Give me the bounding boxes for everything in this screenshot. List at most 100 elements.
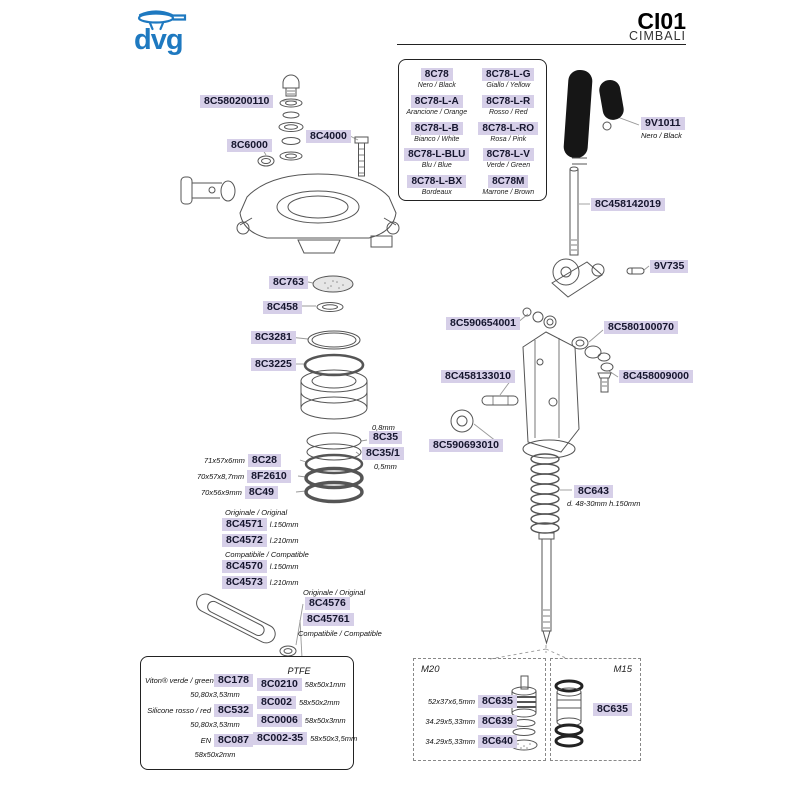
part-label-8f2610: 8F2610	[247, 470, 291, 483]
gasket-material-row: EN 8C087	[145, 734, 253, 747]
header-rule	[397, 44, 686, 45]
part-label-8c002: 8C002	[257, 696, 296, 709]
brand-logo-text: dvg	[134, 24, 184, 56]
color-desc: Blu / Blue	[421, 162, 452, 170]
piston-rod-drawing	[489, 532, 569, 660]
length-note: l.150mm	[269, 520, 299, 529]
part-label-9v1011: 9V1011	[641, 117, 685, 130]
part-label-8c78-l-v: 8C78-L-V	[482, 148, 534, 162]
part-label-8c763: 8C763	[269, 276, 308, 289]
dim-note: 70x56x9mm	[201, 488, 242, 497]
part-label-8c78m: 8C78M	[488, 175, 529, 189]
dim-note: 34.29x5,33mm	[425, 717, 475, 726]
part-label-8c35: 8C35	[369, 431, 403, 444]
part-label-8c635-m15: 8C635	[593, 703, 632, 716]
dim-note: 58x50x1mm	[304, 680, 346, 689]
compatible-note: Compatibile / Compatible	[225, 550, 309, 559]
color-desc: Rosa / Pink	[490, 135, 527, 143]
m15-group-box: M15 8C635	[550, 658, 641, 761]
material-note: EN	[200, 736, 211, 745]
part-label-8c087: 8C087	[214, 734, 253, 747]
color-desc: Giallo / Yellow	[486, 82, 531, 89]
part-label-8c45761: 8C45761	[303, 613, 354, 626]
material-note: Silicone rosso / red	[147, 706, 211, 715]
color-desc: Nero / Black	[417, 82, 456, 89]
part-label-8c002-35: 8C002-35	[253, 732, 308, 745]
gasket-material-row: Silicone rosso / red 8C532	[145, 704, 253, 717]
model-code: CI01	[637, 8, 686, 34]
part-label-8c643: 8C643	[574, 485, 613, 498]
part-label-8c3225: 8C3225	[251, 358, 296, 371]
part-label-8c458133010: 8C458133010	[441, 370, 515, 383]
part-label-8c580100070: 8C580100070	[604, 321, 678, 334]
m20-group-box: M20 52x37x6,5mm 8C635 34.29x5,33mm 8C639…	[413, 658, 546, 761]
part-label-8c35-1: 8C35/1	[362, 447, 404, 460]
m20-row: 34.29x5,33mm 8C640	[417, 735, 517, 748]
ptfe-row: 8C0210 58x50x1mm	[257, 678, 346, 691]
ptfe-header: PTFE	[287, 666, 311, 676]
m15-title: M15	[613, 664, 632, 675]
seal-row-8c4572: 8C4572 l.210mm	[222, 534, 299, 547]
m20-title: M20	[421, 664, 440, 675]
part-label-8c532: 8C532	[214, 704, 253, 717]
part-label-8c3281: 8C3281	[251, 331, 296, 344]
seal-row-8c4571: 8C4571 l.150mm	[222, 518, 299, 531]
part-label-8c4000: 8C4000	[306, 130, 351, 143]
gasket-row-8c49: 70x56x9mm 8C49	[201, 486, 278, 499]
compatible-note: Compatibile / Compatible	[298, 629, 382, 638]
dim-note: 58x50x3,5mm	[310, 734, 358, 743]
color-desc: Marrone / Brown	[482, 189, 535, 197]
dvg-logo-icon	[137, 10, 187, 31]
part-label-8c178: 8C178	[214, 674, 253, 687]
part-label-8c590654001: 8C590654001	[446, 317, 520, 330]
piston-m15-drawing	[554, 679, 584, 748]
color-desc: Verde / Green	[486, 162, 531, 170]
seal-row-8c4573: 8C4573 l.210mm	[222, 576, 299, 589]
dim-note-8c643: d. 48-30mm h.150mm	[567, 499, 641, 508]
dim-note: 58x50x3mm	[304, 716, 346, 725]
color-desc: Bordeaux	[421, 189, 452, 197]
part-label-8c0006: 8C0006	[257, 714, 302, 727]
dim-note: 71x57x6mm	[204, 456, 245, 465]
part-label-8c78-l-bx: 8C78-L-BX	[407, 175, 467, 189]
part-label-8c4571: 8C4571	[222, 518, 267, 531]
color-desc: Arancione / Orange	[406, 108, 468, 116]
gasket-row-8c28: 71x57x6mm 8C28	[204, 454, 281, 467]
dim-note: 52x37x6,5mm	[427, 697, 475, 706]
part-label-8c49: 8C49	[244, 486, 278, 499]
part-label-8c78: 8C78	[420, 68, 453, 81]
gasket-row-8f2610: 70x57x8,7mm 8F2610	[197, 470, 291, 483]
part-label-8c78-l-g: 8C78-L-G	[482, 68, 535, 81]
part-label-8c458: 8C458	[263, 301, 302, 314]
part-label-8c6000: 8C6000	[227, 139, 272, 152]
part-label-8c458142019: 8C458142019	[591, 198, 665, 211]
part-label-8c28: 8C28	[247, 454, 281, 467]
color-desc: Rosso / Red	[488, 108, 528, 116]
part-label-8c635-m20: 8C635	[478, 695, 517, 708]
original-note: Originale / Original	[225, 508, 288, 517]
original-note: Originale / Original	[303, 588, 366, 597]
length-note: l.210mm	[269, 578, 299, 587]
dim-note: 58x50x2mm	[298, 698, 340, 707]
lever-assembly-drawing	[450, 70, 645, 459]
dim-note-08mm: 0,8mm	[372, 423, 395, 432]
part-label-9v735: 9V735	[650, 260, 689, 273]
brand-name: CIMBALI	[628, 29, 686, 43]
color-desc: Bianco / White	[414, 135, 460, 143]
part-label-8c639: 8C639	[478, 715, 517, 728]
group-head-drawing	[180, 74, 400, 504]
part-label-8c4570: 8C4570	[222, 560, 267, 573]
spring-drawing	[530, 453, 560, 534]
ptfe-row: 8C002-35 58x50x3,5mm	[253, 732, 357, 745]
ptfe-row: 8C0006 58x50x3mm	[257, 714, 346, 727]
